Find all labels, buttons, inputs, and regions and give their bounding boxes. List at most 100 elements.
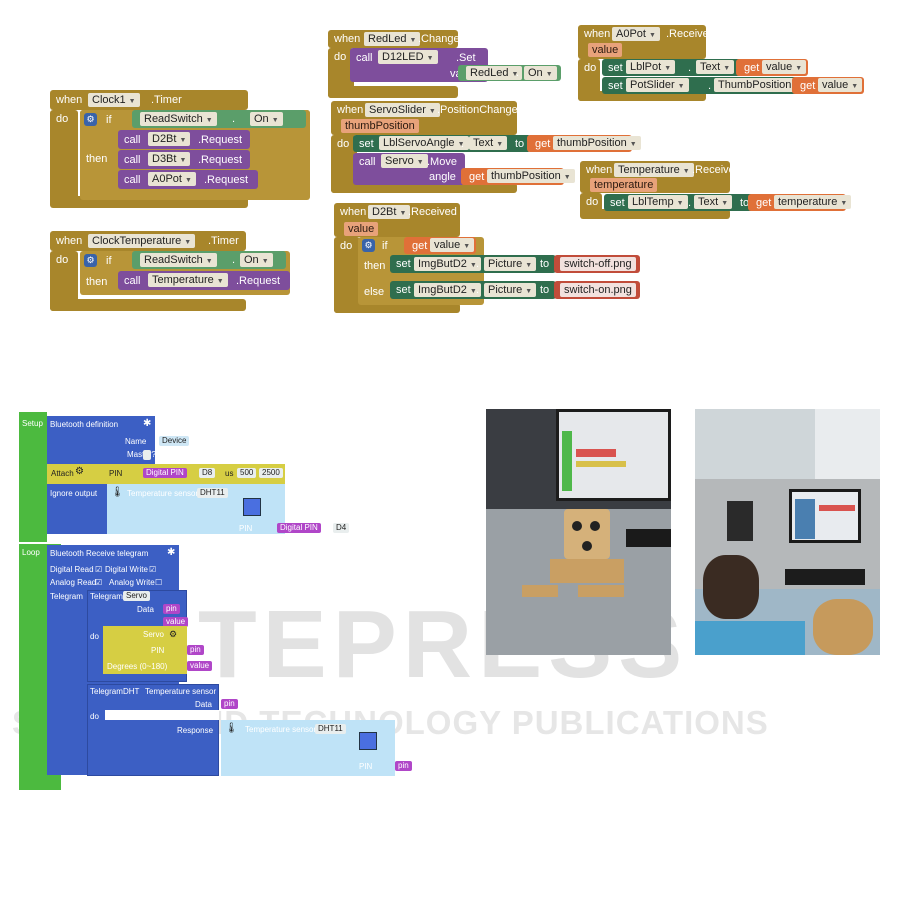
variable-chip[interactable]: value▼ bbox=[818, 78, 863, 92]
property-chip[interactable]: Text▼ bbox=[469, 136, 508, 150]
pin-chip[interactable]: pin bbox=[187, 645, 204, 655]
property-chip[interactable]: Picture▼ bbox=[484, 283, 537, 297]
component-chip[interactable]: Clock1▼ bbox=[88, 93, 140, 107]
servo-move-block[interactable] bbox=[103, 626, 187, 674]
set-imgbutd2-picture-then[interactable]: set ImgButD2▼ . Picture▼ to bbox=[390, 255, 556, 273]
component-chip[interactable]: ReadSwitch▼ bbox=[140, 253, 217, 267]
set-lbltemp-text[interactable]: set LblTemp▼ . Text▼ to bbox=[604, 194, 756, 211]
component-chip[interactable]: D12LED▼ bbox=[378, 50, 438, 64]
param-chip[interactable]: value bbox=[588, 43, 623, 57]
variable-chip[interactable]: value▼ bbox=[430, 238, 475, 252]
component-chip[interactable]: Temperature▼ bbox=[148, 273, 228, 287]
us-min-input[interactable]: 500 bbox=[237, 468, 257, 478]
checkbox-checked-icon[interactable]: ☑ bbox=[95, 578, 103, 587]
param-chip[interactable]: thumbPosition bbox=[341, 119, 419, 133]
gear-icon[interactable]: ⚙ bbox=[362, 239, 375, 252]
value-chip[interactable]: value bbox=[163, 617, 189, 627]
call-d3bt-request[interactable]: call D3Bt▼ .Request bbox=[118, 150, 250, 169]
component-chip[interactable]: PotSlider▼ bbox=[626, 78, 689, 92]
component-chip[interactable]: LblTemp▼ bbox=[628, 195, 688, 209]
event-clocktemperature-timer[interactable]: when ClockTemperature▼ .Timer do ⚙ if Re… bbox=[50, 231, 290, 311]
gear-icon[interactable]: ⚙ bbox=[84, 254, 97, 267]
name-input[interactable]: Device bbox=[159, 436, 190, 446]
component-chip[interactable]: ServoSlider▼ bbox=[365, 103, 440, 117]
event-temperature-received[interactable]: when Temperature▼ .Received temperature … bbox=[580, 161, 852, 219]
property-chip[interactable]: Picture▼ bbox=[484, 257, 537, 271]
component-chip[interactable]: RedLed▼ bbox=[364, 32, 421, 46]
checkbox-checked-icon[interactable]: ☑ bbox=[149, 565, 157, 574]
component-chip[interactable]: LblPot▼ bbox=[626, 60, 676, 74]
call-a0pot-request[interactable]: call A0Pot▼ .Request bbox=[118, 170, 258, 189]
event-redled-changed[interactable]: when RedLed▼ .Changed do call D12LED▼ .S… bbox=[328, 30, 563, 100]
redled-on-getter[interactable]: RedLed▼ . On▼ bbox=[458, 65, 561, 81]
readswitch-getter[interactable]: ReadSwitch▼ . On▼ bbox=[132, 110, 306, 128]
text-switch-on[interactable]: switch-on.png bbox=[554, 281, 640, 299]
set-potslider-thumbposition[interactable]: set PotSlider▼ . ThumbPosition▼ to bbox=[602, 77, 809, 94]
dht11-dropdown[interactable]: DHT11 bbox=[315, 724, 346, 734]
variable-chip[interactable]: value▼ bbox=[762, 60, 807, 74]
component-chip[interactable]: Temperature▼ bbox=[614, 163, 694, 177]
property-chip[interactable]: ThumbPosition▼ bbox=[714, 78, 806, 92]
component-chip[interactable]: ImgButD2▼ bbox=[414, 283, 481, 297]
property-chip[interactable]: On▼ bbox=[240, 253, 273, 267]
component-chip[interactable]: LblServoAngle▼ bbox=[379, 136, 469, 150]
event-clock1-timer[interactable]: when Clock1▼ .Timer do ⚙ if ReadSwitch▼ … bbox=[50, 90, 310, 210]
property-chip[interactable]: Text▼ bbox=[696, 60, 735, 74]
event-servoslider-positionchanged[interactable]: when ServoSlider▼ .PositionChanged thumb… bbox=[331, 101, 641, 193]
ignore-output-block[interactable] bbox=[47, 484, 107, 534]
component-chip[interactable]: ReadSwitch▼ bbox=[140, 112, 217, 126]
text-switch-off[interactable]: switch-off.png bbox=[554, 255, 640, 273]
component-chip[interactable]: D3Bt▼ bbox=[148, 152, 191, 166]
property-chip[interactable]: On▼ bbox=[524, 66, 557, 80]
pin-d8-dropdown[interactable]: D8 bbox=[199, 468, 216, 478]
component-chip[interactable]: A0Pot▼ bbox=[612, 27, 660, 41]
value-chip[interactable]: value bbox=[187, 661, 213, 671]
variable-chip[interactable]: thumbPosition▼ bbox=[553, 136, 641, 150]
checkbox-unchecked-icon[interactable]: ☐ bbox=[155, 578, 163, 587]
servo-dropdown[interactable]: Servo bbox=[123, 591, 150, 601]
call-d2bt-request[interactable]: call D2Bt▼ .Request bbox=[118, 130, 250, 149]
digital-pin-d8[interactable]: Digital PIN bbox=[143, 468, 187, 478]
pin-d4-dropdown[interactable]: D4 bbox=[333, 523, 350, 533]
setup-block[interactable] bbox=[19, 412, 47, 542]
digital-pin-d4[interactable]: Digital PIN bbox=[277, 523, 321, 533]
get-value[interactable]: get value▼ bbox=[736, 59, 808, 76]
set-imgbutd2-picture-else[interactable]: set ImgButD2▼ . Picture▼ to bbox=[390, 281, 556, 299]
text-chip[interactable]: switch-on.png bbox=[560, 283, 636, 297]
component-chip[interactable]: D2Bt▼ bbox=[368, 205, 411, 219]
readswitch-getter[interactable]: ReadSwitch▼ . On▼ bbox=[132, 251, 286, 269]
get-thumbposition-angle[interactable]: get thumbPosition▼ bbox=[461, 168, 575, 185]
checkbox-checked-icon[interactable]: ☑ bbox=[95, 565, 103, 574]
dht11-dropdown[interactable]: DHT11 bbox=[197, 488, 228, 498]
pin-chip[interactable]: pin bbox=[163, 604, 180, 614]
component-chip[interactable]: ClockTemperature▼ bbox=[88, 234, 196, 248]
text-chip[interactable]: switch-off.png bbox=[560, 257, 636, 271]
call-temperature-request[interactable]: call Temperature▼ .Request bbox=[118, 271, 290, 290]
property-chip[interactable]: On▼ bbox=[250, 112, 283, 126]
us-max-input[interactable]: 2500 bbox=[259, 468, 283, 478]
get-value[interactable]: get value▼ bbox=[404, 237, 476, 254]
set-lblservoangle-text[interactable]: set LblServoAngle▼ . Text▼ to bbox=[353, 135, 531, 152]
telegram-dht-block[interactable] bbox=[87, 684, 219, 776]
event-a0pot-received[interactable]: when A0Pot▼ .Received value do set LblPo… bbox=[578, 25, 868, 103]
component-chip[interactable]: RedLed▼ bbox=[466, 66, 523, 80]
event-d2bt-received[interactable]: when D2Bt▼ .Received value do ⚙ if then … bbox=[334, 203, 644, 315]
variable-chip[interactable]: thumbPosition▼ bbox=[487, 169, 575, 183]
variable-chip[interactable]: temperature▼ bbox=[774, 195, 852, 209]
gear-icon[interactable]: ⚙ bbox=[84, 113, 97, 126]
param-chip[interactable]: temperature bbox=[590, 178, 658, 192]
call-servo-move[interactable]: call Servo▼ .Move angle bbox=[353, 153, 465, 185]
master-checkbox[interactable] bbox=[143, 450, 151, 460]
param-chip[interactable]: value bbox=[344, 222, 379, 236]
pin-chip[interactable]: pin bbox=[395, 761, 412, 771]
component-chip[interactable]: D2Bt▼ bbox=[148, 132, 191, 146]
pin-chip[interactable]: pin bbox=[221, 699, 238, 709]
component-chip[interactable]: ImgButD2▼ bbox=[414, 257, 481, 271]
property-chip[interactable]: Text▼ bbox=[694, 195, 733, 209]
get-thumbposition[interactable]: get thumbPosition▼ bbox=[527, 135, 641, 152]
bluetooth-definition-block[interactable] bbox=[47, 416, 155, 464]
component-chip[interactable]: Servo▼ bbox=[381, 154, 428, 168]
component-chip[interactable]: A0Pot▼ bbox=[148, 172, 196, 186]
set-lblpot-text[interactable]: set LblPot▼ . Text▼ to bbox=[602, 59, 764, 76]
get-temperature[interactable]: get temperature▼ bbox=[748, 194, 852, 211]
